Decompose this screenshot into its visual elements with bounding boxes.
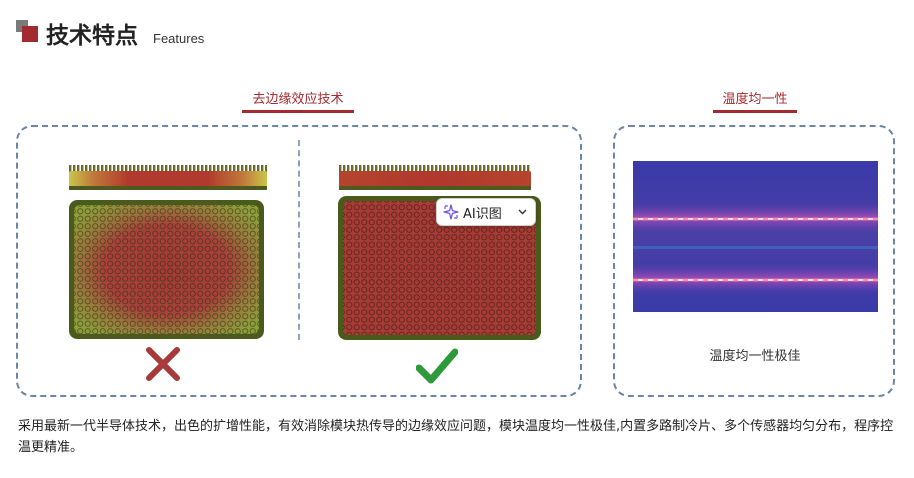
check-mark-icon — [416, 348, 458, 384]
comparison-divider — [298, 140, 300, 340]
right-section-title: 温度均一性 — [722, 92, 788, 107]
right-section-underline — [713, 110, 797, 113]
ai-button-label: AI识图 — [463, 206, 502, 222]
ai-sparkle-icon — [443, 204, 459, 220]
left-section-title: 去边缘效应技术 — [252, 92, 344, 107]
section-logo-icon — [16, 20, 38, 42]
cross-mark-icon — [146, 347, 180, 381]
left-section-label: 去边缘效应技术 — [242, 88, 354, 113]
left-section-underline — [242, 110, 354, 113]
page-title: 技术特点 — [46, 23, 138, 49]
ai-image-recognition-button[interactable]: AI识图 — [436, 198, 536, 226]
chevron-down-icon[interactable] — [518, 209, 527, 215]
conventional-heatsink-image — [69, 165, 267, 190]
feature-description: 采用最新一代半导体技术，出色的扩增性能，有效消除模块热传导的边缘效应问题，模块温… — [18, 419, 894, 455]
page-subtitle: Features — [153, 31, 205, 46]
right-section-label: 温度均一性 — [713, 88, 797, 113]
thermal-uniformity-image — [633, 161, 878, 312]
uniformity-panel — [613, 125, 895, 397]
improved-heatsink-image — [339, 165, 531, 190]
thermal-caption: 温度均一性极佳 — [709, 349, 801, 364]
conventional-plate-heatmap — [69, 200, 264, 339]
edge-effect-panel — [16, 125, 582, 397]
improved-plate-heatmap — [338, 196, 541, 340]
